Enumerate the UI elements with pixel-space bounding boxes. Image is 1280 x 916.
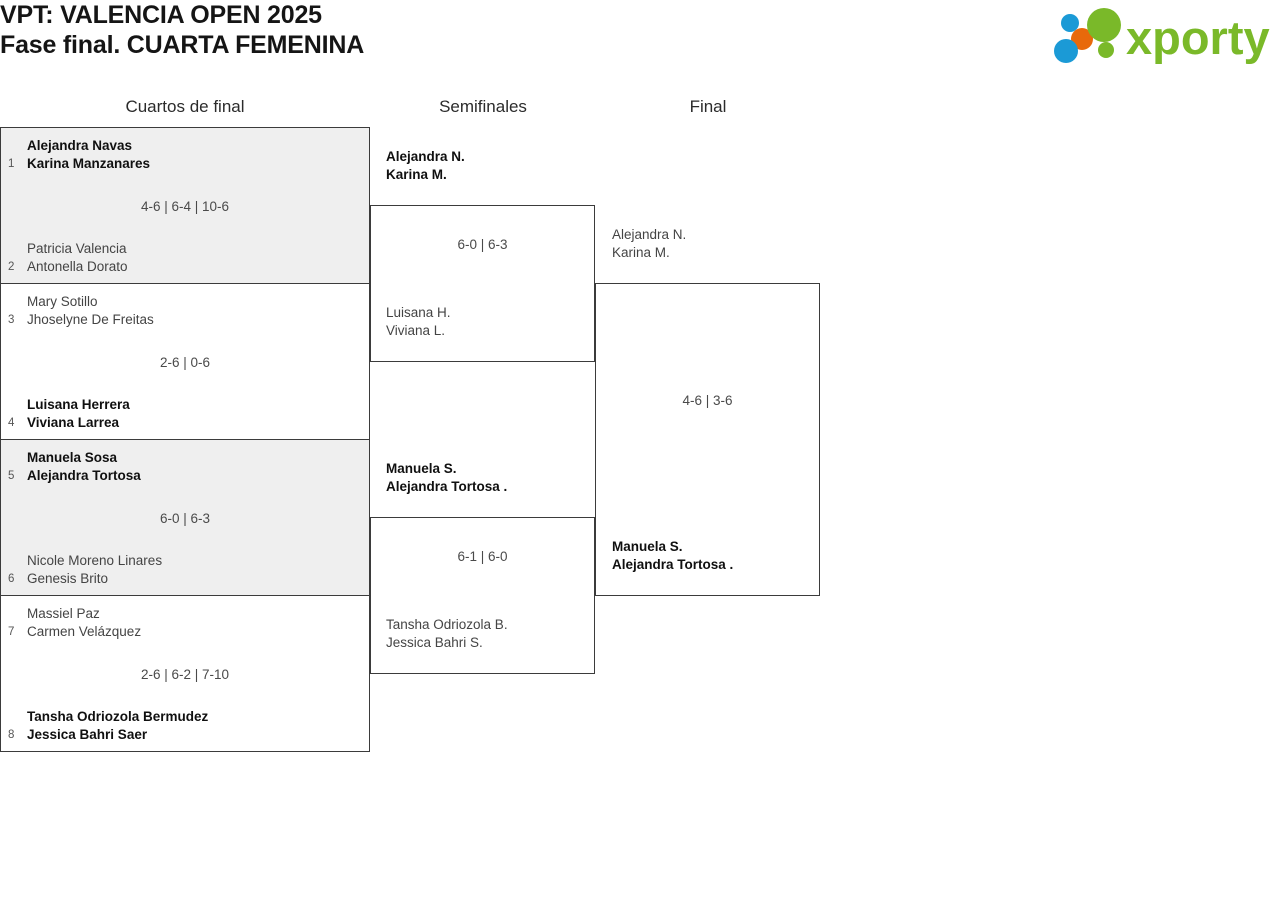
match-qf-4[interactable]: 7 Massiel Paz Carmen Velázquez 2-6 | 6-2… — [0, 595, 370, 752]
player-name: Carmen Velázquez — [27, 624, 142, 639]
seed-number: 7 — [8, 626, 15, 638]
player-name: Alejandra Tortosa . — [386, 479, 508, 494]
player-name: Alejandra Tortosa — [27, 468, 141, 483]
team-bottom[interactable]: Nicole Moreno Linares Genesis Brito — [1, 552, 369, 588]
sf-1-team-top[interactable]: Alejandra N. Karina M. — [376, 148, 591, 184]
match-qf-3[interactable]: 5 Manuela Sosa Alejandra Tortosa 6-0 | 6… — [0, 439, 370, 596]
player-name: Massiel Paz — [27, 606, 100, 621]
match-sf-2[interactable]: 6-1 | 6-0 — [370, 517, 595, 674]
logo-dot-blue-top — [1061, 14, 1079, 32]
player-name: Alejandra Tortosa . — [612, 557, 734, 572]
match-score: 4-6 | 6-4 | 10-6 — [140, 199, 230, 214]
player-name: Tansha Odriozola Bermudez — [27, 709, 209, 724]
xporty-logo-svg: xporty — [1054, 8, 1270, 64]
match-score: 2-6 | 6-2 | 7-10 — [140, 667, 230, 682]
match-score: 6-1 | 6-0 — [457, 549, 508, 564]
tournament-phase: Fase final. CUARTA FEMENINA — [0, 31, 365, 59]
player-name: Jessica Bahri Saer — [27, 727, 148, 742]
player-name: Manuela S. — [612, 539, 683, 554]
player-name: Alejandra N. — [612, 227, 687, 242]
player-name: Mary Sotillo — [27, 294, 98, 309]
logo-wordmark: xporty — [1126, 11, 1270, 64]
match-qf-2[interactable]: 3 Mary Sotillo Jhoselyne De Freitas 2-6 … — [0, 283, 370, 440]
seed-number: 2 — [8, 261, 15, 273]
player-name: Luisana H. — [386, 305, 451, 320]
match-qf-1[interactable]: 1 Alejandra Navas Karina Manzanares 4-6 … — [0, 127, 370, 284]
seed-number: 1 — [8, 158, 15, 170]
player-name: Antonella Dorato — [27, 259, 128, 274]
seed-number: 3 — [8, 314, 15, 326]
match-sf-1[interactable]: 6-0 | 6-3 — [370, 205, 595, 362]
player-name: Karina Manzanares — [27, 156, 151, 171]
player-name: Jhoselyne De Freitas — [27, 312, 154, 327]
logo-dot-orange — [1071, 28, 1093, 50]
match-score: 6-0 | 6-3 — [457, 237, 508, 252]
sf-2-team-top[interactable]: Manuela S. Alejandra Tortosa . — [376, 460, 591, 496]
logo-dot-green-small — [1098, 42, 1114, 58]
player-name: Luisana Herrera — [27, 397, 130, 412]
player-name: Viviana Larrea — [27, 415, 120, 430]
player-name: Nicole Moreno Linares — [27, 553, 163, 568]
seed-number: 5 — [8, 470, 15, 482]
team-bottom[interactable]: Patricia Valencia Antonella Dorato — [1, 240, 369, 276]
player-name: Tansha Odriozola B. — [386, 617, 508, 632]
player-name: Genesis Brito — [27, 571, 109, 586]
sf-2-team-bottom[interactable]: Tansha Odriozola B. Jessica Bahri S. — [376, 616, 591, 652]
final-team-top[interactable]: Alejandra N. Karina M. — [602, 226, 817, 262]
player-name: Viviana L. — [386, 323, 446, 338]
match-final[interactable]: 4-6 | 3-6 — [595, 283, 820, 596]
team-top[interactable]: Massiel Paz Carmen Velázquez — [1, 605, 369, 641]
player-name: Karina M. — [612, 245, 670, 260]
player-name: Alejandra N. — [386, 149, 465, 164]
team-top[interactable]: Alejandra Navas Karina Manzanares — [1, 137, 369, 173]
seed-number: 8 — [8, 729, 15, 741]
player-name: Karina M. — [386, 167, 447, 182]
logo-dot-green-large — [1087, 8, 1121, 42]
page-title: VPT: VALENCIA OPEN 2025 Fase final. CUAR… — [0, 0, 364, 60]
logo-dot-blue-bottom — [1054, 39, 1078, 63]
column-header-final: Final — [689, 97, 727, 116]
match-score: 2-6 | 0-6 — [159, 355, 211, 370]
match-score: 4-6 | 3-6 — [682, 393, 733, 408]
column-header-semifinals: Semifinales — [439, 97, 527, 116]
seed-number: 6 — [8, 573, 15, 585]
xporty-logo[interactable]: xporty — [1048, 6, 1274, 66]
final-team-bottom-names[interactable]: Manuela S. Alejandra Tortosa . — [602, 538, 817, 574]
column-header-quarterfinals: Cuartos de final — [125, 97, 245, 116]
sf-1-team-bottom[interactable]: Luisana H. Viviana L. — [376, 304, 591, 340]
team-top[interactable]: Manuela Sosa Alejandra Tortosa — [1, 449, 369, 485]
player-name: Patricia Valencia — [27, 241, 127, 256]
seed-number: 4 — [8, 417, 15, 429]
player-name: Jessica Bahri S. — [386, 635, 483, 650]
tournament-name: VPT: VALENCIA OPEN 2025 — [0, 1, 322, 29]
match-score: 6-0 | 6-3 — [159, 511, 211, 526]
team-bottom[interactable]: Luisana Herrera Viviana Larrea — [1, 396, 369, 432]
player-name: Alejandra Navas — [27, 138, 133, 153]
team-top[interactable]: Mary Sotillo Jhoselyne De Freitas — [1, 293, 369, 329]
team-bottom[interactable]: Tansha Odriozola Bermudez Jessica Bahri … — [1, 708, 369, 744]
player-name: Manuela Sosa — [27, 450, 118, 465]
player-name: Manuela S. — [386, 461, 457, 476]
